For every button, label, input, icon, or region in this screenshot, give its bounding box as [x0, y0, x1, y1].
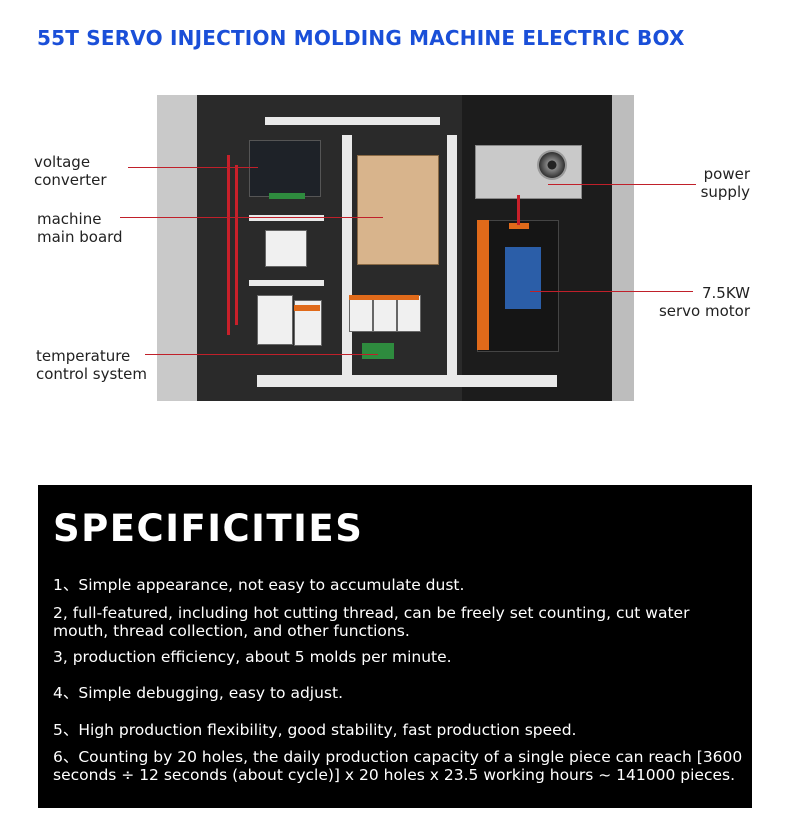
cable-duct [257, 375, 557, 387]
servo-drive-stripe [477, 220, 489, 350]
wiring [235, 165, 238, 325]
spec-item: 2, full-featured, including hot cutting … [53, 604, 690, 640]
din-rail [249, 215, 324, 221]
pointer-machine-main-board [120, 217, 383, 218]
pointer-power-supply [548, 184, 696, 185]
contactor-label [294, 305, 320, 311]
pointer-voltage-converter [128, 167, 258, 168]
temperature-terminal [362, 343, 394, 359]
spec-item: 3, production efficiency, about 5 molds … [53, 648, 452, 666]
spec-item: 6、Counting by 20 holes, the daily produc… [53, 748, 743, 784]
label-voltage-converter: voltage converter [34, 153, 107, 189]
servo-connector [509, 223, 529, 229]
label-servo-motor: 7.5KW servo motor [658, 284, 750, 320]
cabinet-door-right [612, 95, 634, 401]
servo-keypad [505, 247, 541, 309]
fan-icon [537, 150, 567, 180]
temperature-controller [257, 295, 293, 345]
label-machine-main-board: machine main board [37, 210, 123, 246]
spec-item: 4、Simple debugging, easy to adjust. [53, 684, 343, 702]
specifications-panel: SPECIFICITIES 1、Simple appearance, not e… [38, 485, 752, 808]
wiring [517, 195, 520, 225]
contactor [373, 295, 397, 332]
cable-duct [447, 135, 457, 385]
cable-duct [342, 135, 352, 385]
spec-item: 1、Simple appearance, not easy to accumul… [53, 576, 465, 594]
cabinet-door-left [157, 95, 197, 401]
page-title: 55T SERVO INJECTION MOLDING MACHINE ELEC… [37, 26, 685, 50]
specs-heading: SPECIFICITIES [53, 507, 364, 550]
main-board-module [357, 155, 439, 265]
voltage-converter-module [249, 140, 321, 197]
contactor [349, 295, 373, 332]
wiring [227, 155, 230, 335]
pointer-servo-motor [530, 291, 693, 292]
electric-box-photo [157, 95, 634, 401]
contactor [397, 295, 421, 332]
label-power-supply: power supply [700, 165, 750, 201]
spec-item: 5、High production flexibility, good stab… [53, 721, 577, 739]
pointer-temperature-control [145, 354, 378, 355]
label-temperature-control: temperature control system [36, 347, 147, 383]
power-supply-module [475, 145, 582, 199]
din-rail [249, 280, 324, 286]
din-rail [265, 117, 440, 125]
contactor-label [349, 295, 419, 300]
circuit-breaker [265, 230, 307, 267]
terminal-block [269, 193, 305, 199]
